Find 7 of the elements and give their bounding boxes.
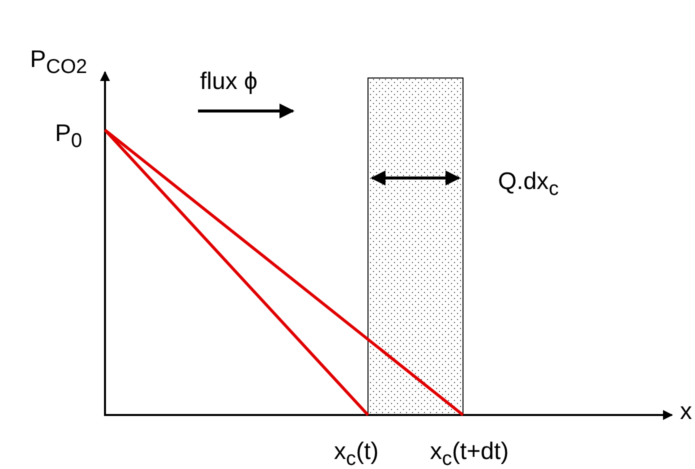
position-label: x$_{c}$(t) <box>334 440 379 469</box>
flux-label: flux ϕ <box>200 70 258 94</box>
axis-label: P$_{CO2}$ <box>30 48 88 77</box>
thickness-label: Q.dx$_{c}$ <box>498 170 559 199</box>
axis-label: x <box>680 400 692 424</box>
axis-value-label: P$_{0}$ <box>55 122 82 151</box>
position-label: x$_{c}$(t+dt) <box>430 440 509 469</box>
